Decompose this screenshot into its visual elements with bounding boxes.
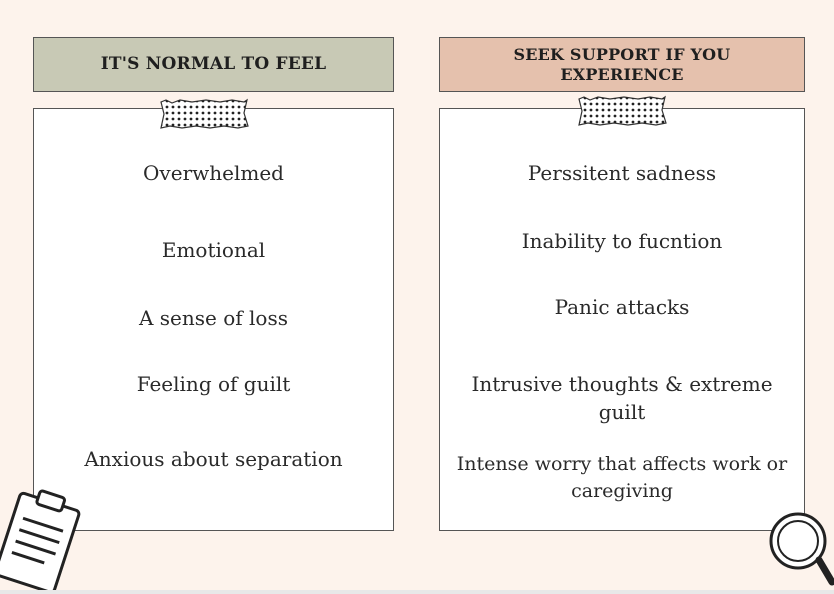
normal-feelings-header: IT'S NORMAL TO FEEL	[33, 37, 394, 92]
seek-support-header: SEEK SUPPORT IF YOU EXPERIENCE	[439, 37, 805, 92]
page-bottom-edge	[0, 590, 834, 594]
support-sign-item: Intrusive thoughts & extreme guilt	[471, 372, 773, 424]
normal-feeling-item: Anxious about separation	[84, 447, 343, 471]
seek-support-header-text: SEEK SUPPORT IF YOU EXPERIENCE	[513, 44, 731, 84]
washi-tape-icon	[160, 98, 249, 129]
normal-feeling-item: A sense of loss	[138, 306, 288, 330]
seek-support-card: Perssitent sadness Inability to fucntion…	[439, 108, 805, 531]
support-sign-item: Perssitent sadness	[527, 161, 717, 185]
clipboard-icon	[0, 489, 81, 590]
magnifying-glass-icon	[769, 512, 834, 586]
normal-feelings-card: Overwhelmed Emotional A sense of loss Fe…	[33, 108, 394, 531]
normal-feeling-item: Emotional	[161, 238, 266, 262]
support-sign-item: Inability to fucntion	[521, 229, 723, 253]
washi-tape-icon	[578, 95, 667, 126]
normal-feeling-item: Feeling of guilt	[136, 372, 291, 396]
support-sign-item: Panic attacks	[554, 295, 690, 319]
normal-feeling-item: Overwhelmed	[143, 161, 284, 185]
support-sign-item: Intense worry that affects work or careg…	[456, 453, 788, 502]
